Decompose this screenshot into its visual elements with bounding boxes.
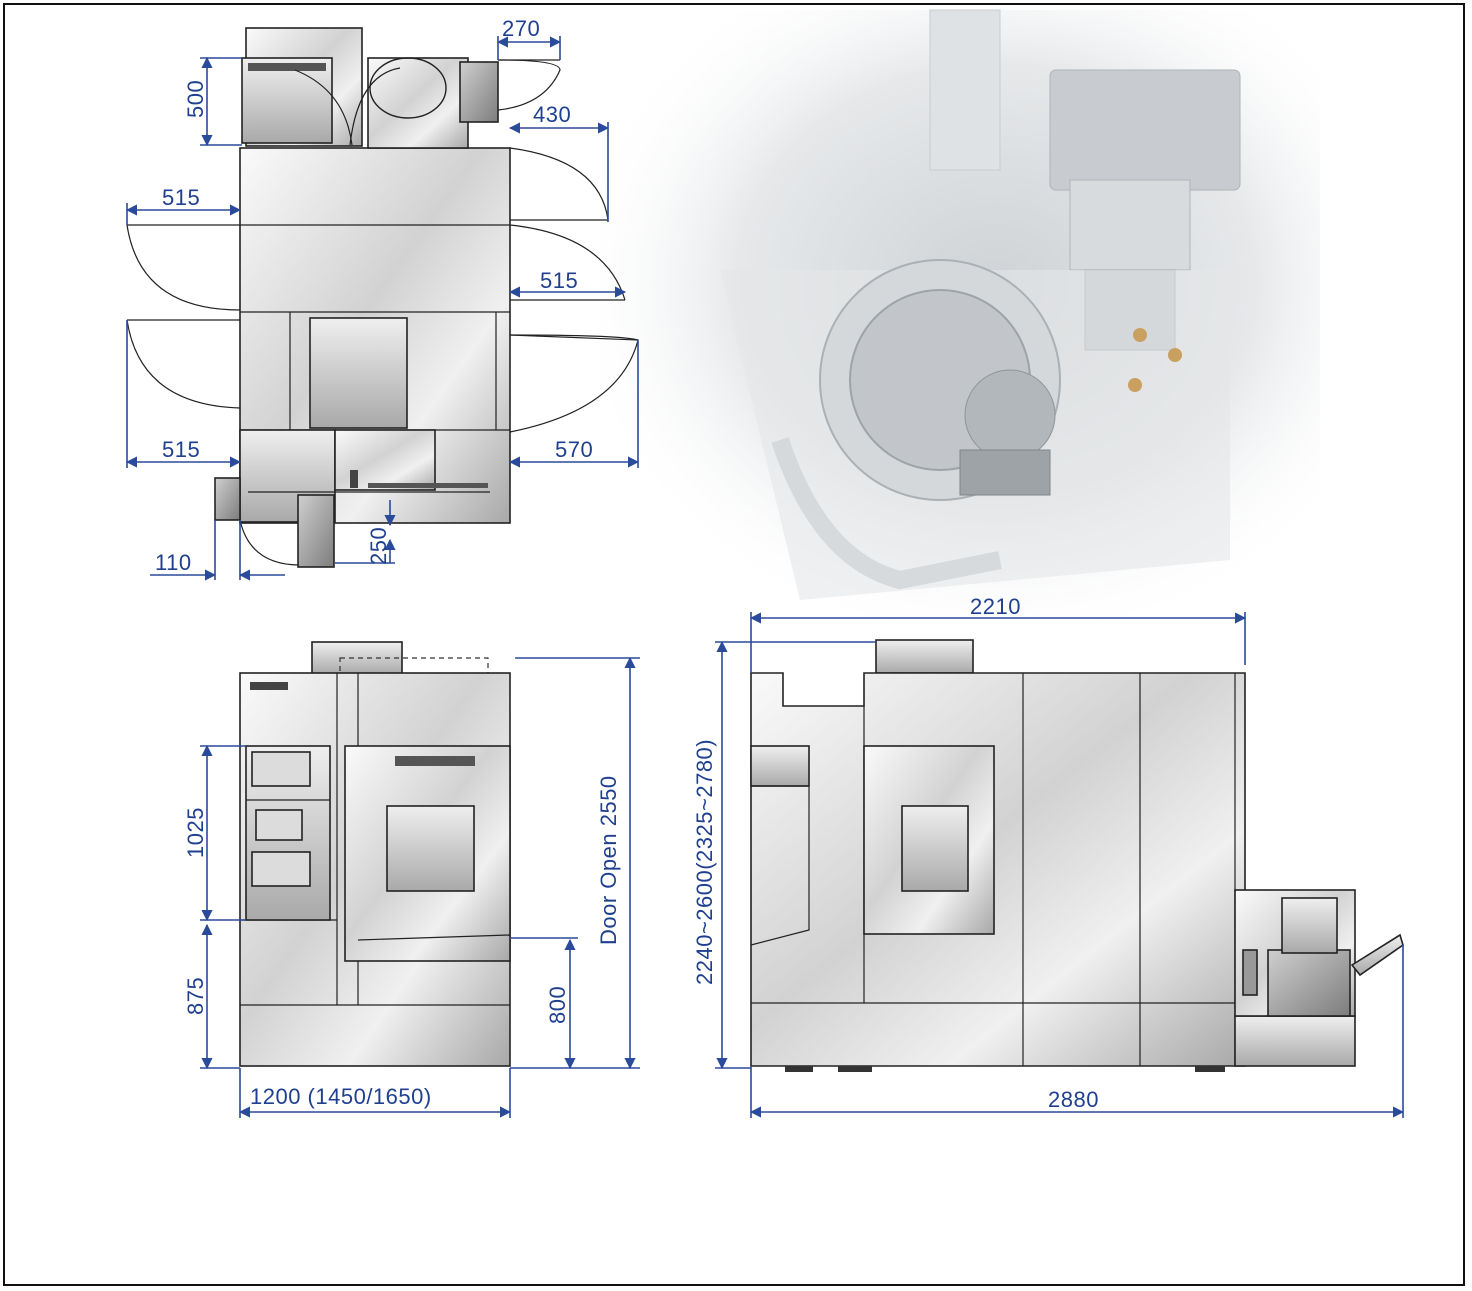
front-view-dimensions: 1025 875 800 Door Open 2550 1200 (1450/1… (183, 656, 640, 1118)
dim-500: 500 (183, 80, 208, 118)
brand-logo-front (250, 682, 288, 690)
dim-515-left-top: 515 (162, 185, 200, 210)
dim-2880: 2880 (1048, 1087, 1099, 1112)
dim-110: 110 (155, 550, 192, 575)
dim-width-front: 1200 (1450/1650) (250, 1084, 432, 1109)
dim-door-open: Door Open 2550 (596, 775, 621, 945)
dim-2210: 2210 (970, 594, 1021, 619)
top-view (126, 27, 639, 568)
brand-logo-door (395, 756, 475, 766)
side-view (750, 639, 1404, 1072)
side-view-dimensions: 2210 2240~2600(2325~2780) 2880 (692, 594, 1405, 1118)
dim-height-side: 2240~2600(2325~2780) (692, 739, 717, 985)
machining-photo (600, 9, 1320, 620)
dim-515-right: 515 (540, 268, 578, 293)
dim-1025: 1025 (183, 807, 208, 858)
dim-570: 570 (555, 437, 593, 462)
dim-270: 270 (502, 16, 540, 41)
dim-515-left-bottom: 515 (162, 437, 200, 462)
dim-875: 875 (183, 977, 208, 1015)
top-view-dimensions: 270 500 430 515 515 515 570 110 250 (125, 16, 640, 581)
front-view (239, 641, 511, 1067)
dim-250: 250 (366, 527, 391, 565)
dim-430: 430 (533, 102, 571, 127)
dim-800: 800 (545, 986, 570, 1024)
